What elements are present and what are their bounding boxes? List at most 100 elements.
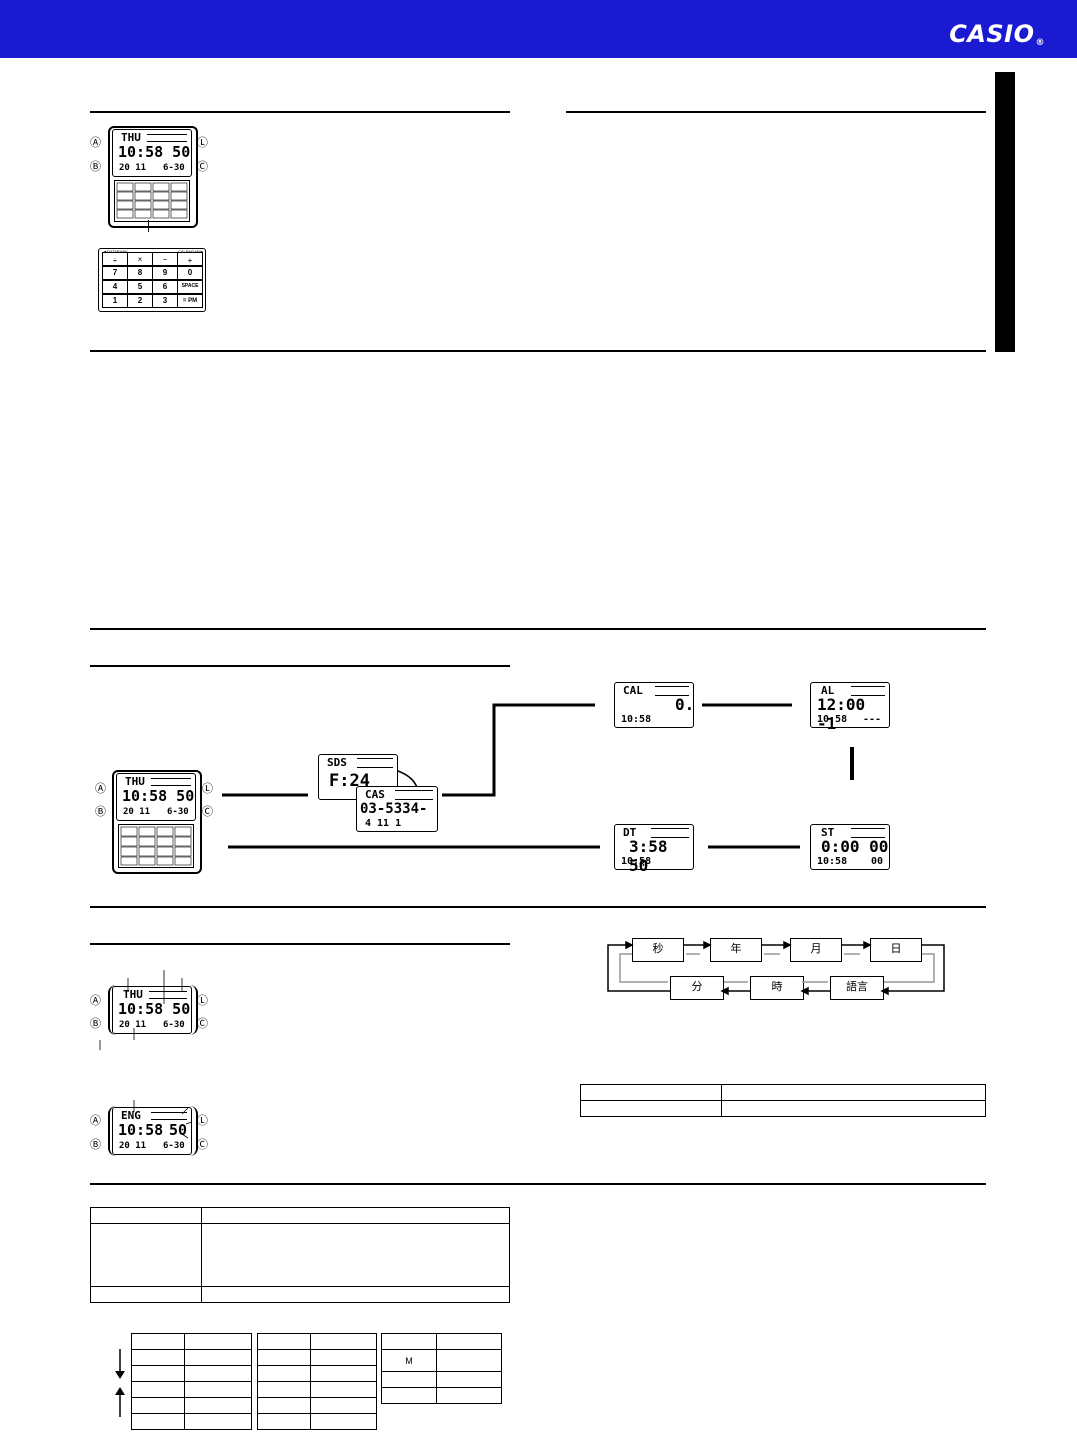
key-minus[interactable]: −: [152, 252, 178, 266]
stopwatch-time: 10:58: [817, 856, 848, 867]
button-a-label: Ⓐ: [90, 994, 101, 1007]
watch-case: [108, 126, 198, 228]
lcd-bar: [851, 828, 885, 838]
rule-section-3-sub: [90, 665, 510, 667]
button-c-label: Ⓒ: [197, 1138, 208, 1151]
brand-logo: CASIO®: [949, 20, 1045, 48]
keypad-small: [114, 180, 190, 222]
key-divide[interactable]: ÷: [102, 252, 128, 266]
lcd-bar: [151, 1112, 187, 1120]
info-table-bottom: [90, 1207, 510, 1303]
alarm-screen: AL 12:00 -1 10:58 ---: [810, 682, 890, 733]
cycle-day: 日: [870, 938, 922, 962]
watch-illustration-top: Ⓐ Ⓑ Ⓛ Ⓒ THU 10:58 50 20 11 6-30: [90, 126, 215, 232]
pointer-line: [148, 220, 149, 232]
cycle-arrows: [607, 940, 945, 996]
button-a-label: Ⓐ: [90, 1114, 101, 1127]
watch-lcd: THU 10:58 50 20 11 6-30: [116, 773, 196, 821]
year-display: 20 11: [123, 807, 151, 817]
date-display: 6-30: [163, 1141, 185, 1151]
date-display: 6-30: [163, 163, 185, 173]
stopwatch-label: ST: [821, 826, 835, 839]
keypad-enlarged: ÷ × − + ◄DATABANK CALENDAR► 7 8 9 0 4 5 …: [98, 248, 206, 312]
header-bar: [0, 0, 1077, 58]
databank-label: SDS: [327, 756, 347, 769]
alarm-value: 12:00 -1: [817, 695, 866, 733]
button-l-label: Ⓛ: [197, 136, 208, 149]
key-2[interactable]: 2: [127, 294, 153, 308]
button-l-label: Ⓛ: [197, 1114, 208, 1127]
language-cell-m: M: [381, 1349, 437, 1372]
day-display: THU: [121, 131, 141, 144]
key-5[interactable]: 5: [127, 280, 153, 294]
key-8[interactable]: 8: [127, 266, 153, 280]
key-plus[interactable]: +: [177, 252, 203, 266]
year-display: 20 11: [119, 163, 147, 173]
databank-name: CAS: [365, 788, 385, 801]
info-table-right: [580, 1084, 986, 1117]
language-table-1: [131, 1333, 252, 1430]
key-multiply[interactable]: ×: [127, 252, 153, 266]
calculator-screen: CAL 0. 10:58: [614, 682, 694, 728]
dual-time-label: DT: [623, 826, 637, 839]
key-7[interactable]: 7: [102, 266, 128, 280]
year-display: 20 11: [119, 1020, 147, 1030]
calc-time: 10:58: [621, 714, 652, 725]
key-9[interactable]: 9: [152, 266, 178, 280]
databank-screen-2: CAS 03-5334- 4 11 1: [356, 786, 438, 832]
time-display: 10:58 50: [122, 787, 195, 805]
key-equals-pm[interactable]: = PM: [177, 294, 203, 308]
day-display: THU: [125, 775, 145, 788]
cycle-year: 年: [710, 938, 762, 962]
lcd-bar: [149, 991, 187, 999]
dual-time-value: 3:58 50: [629, 837, 668, 875]
alarm-label: AL: [821, 684, 835, 697]
lcd-bar: [357, 758, 393, 768]
watch-illustration-modes: Ⓐ Ⓑ Ⓛ Ⓒ THU 10:58 50 20 11 6-30: [90, 770, 215, 874]
watch-lcd: ENG 10:58 50 20 11 6-30: [112, 1107, 192, 1155]
button-b-label: Ⓑ: [90, 160, 101, 173]
key-6[interactable]: 6: [152, 280, 178, 294]
button-b-label: Ⓑ: [90, 1138, 101, 1151]
dual-time-local: 10:58: [621, 856, 652, 867]
lcd-bar: [147, 134, 187, 142]
button-a-label: Ⓐ: [95, 782, 106, 795]
time-display: 10:58: [118, 1121, 164, 1139]
button-b-label: Ⓑ: [90, 1017, 101, 1030]
scroll-arrows: [115, 1349, 125, 1417]
key-0[interactable]: 0: [177, 266, 203, 280]
key-3[interactable]: 3: [152, 294, 178, 308]
lcd-bar: [851, 686, 885, 696]
time-display: 10:58 50: [118, 143, 191, 161]
rule-section-5: [90, 1183, 986, 1185]
section-tab: [995, 72, 1015, 352]
watch-illustration-language: Ⓐ Ⓑ Ⓛ Ⓒ ENG 10:58 50 20 11 6-30: [90, 1100, 215, 1158]
lcd-bar: [651, 828, 689, 838]
time-display: 10:58 50: [118, 1000, 191, 1018]
keypad-small: [118, 824, 194, 868]
year-display: 20 11: [119, 1141, 147, 1151]
rule-top-left: [90, 111, 510, 113]
calc-label: CAL: [623, 684, 643, 697]
key-1[interactable]: 1: [102, 294, 128, 308]
watch-lcd: THU 10:58 50 20 11 6-30: [112, 129, 192, 177]
stopwatch-extra: 00: [871, 856, 884, 867]
rule-section-4: [90, 906, 986, 908]
alarm-extra: ---: [863, 714, 882, 725]
alarm-time: 10:58: [817, 714, 848, 725]
button-c-label: Ⓒ: [197, 160, 208, 173]
cycle-language: 語言: [830, 976, 884, 1000]
rule-top-right: [566, 111, 986, 113]
key-space[interactable]: SPACE: [177, 280, 203, 294]
button-l-label: Ⓛ: [202, 782, 213, 795]
cycle-month: 月: [790, 938, 842, 962]
date-display: 6-30: [163, 1020, 185, 1030]
watch-illustration-setting: Ⓐ Ⓑ Ⓛ Ⓒ THU 10:58 50 20 11 6-30: [90, 970, 215, 1050]
key-4[interactable]: 4: [102, 280, 128, 294]
rule-section-4-sub: [90, 943, 510, 945]
rule-section-3: [90, 628, 986, 630]
stopwatch-value: 0:00 00: [821, 837, 889, 856]
calc-value: 0.: [675, 695, 695, 714]
button-c-label: Ⓒ: [202, 805, 213, 818]
dual-time-screen: DT 3:58 50 10:58: [614, 824, 694, 875]
